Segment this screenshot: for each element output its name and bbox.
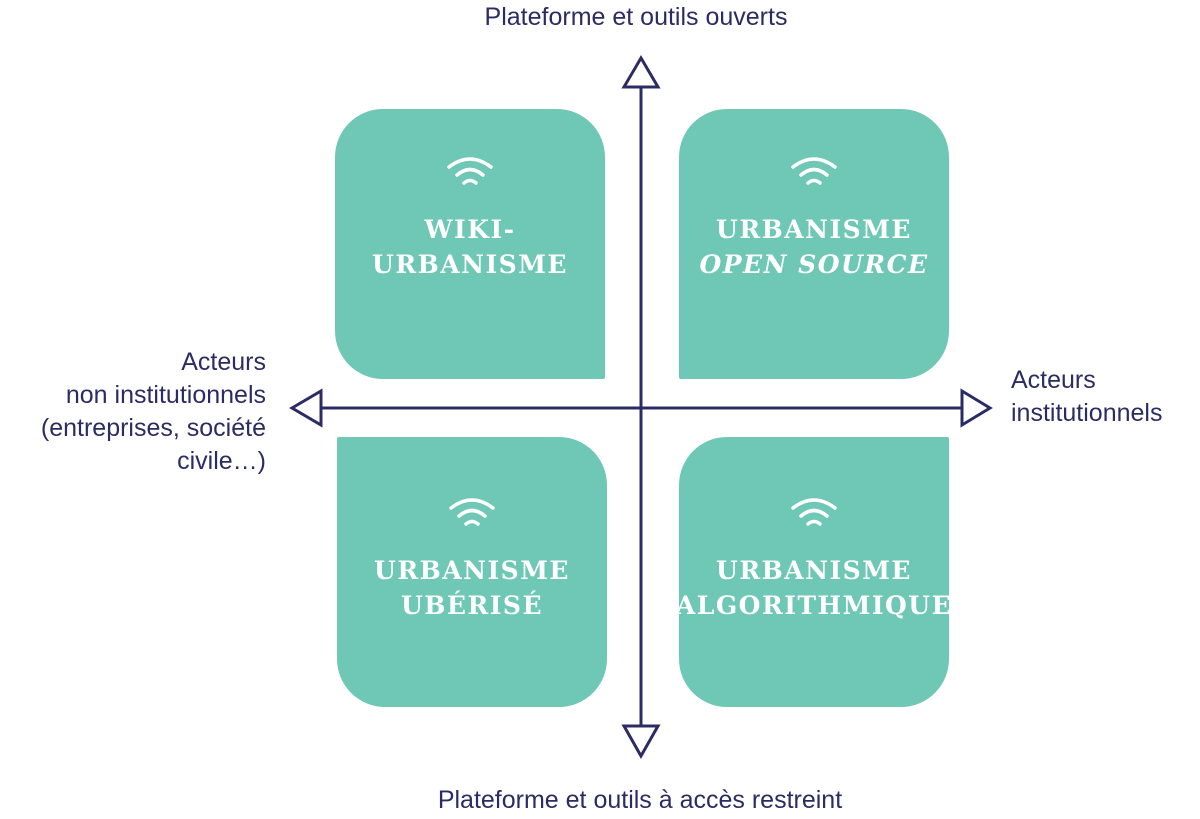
quadrant-urbanisme-open-source: URBANISME OPEN SOURCE: [679, 109, 949, 379]
top-axis-label: Plateforme et outils ouverts: [484, 3, 788, 31]
quadrant-title-line: WIKI-: [424, 215, 516, 244]
wifi-signal-icon: [447, 157, 493, 185]
quadrant-title-line: URBANISME: [716, 556, 912, 585]
left-axis-label-line: civile…): [177, 447, 266, 475]
arrow-left-icon: [289, 388, 323, 428]
wifi-signal-icon: [449, 498, 495, 526]
left-axis-label: Acteurs non institutionnels (entreprises…: [41, 346, 266, 478]
quadrant-title: URBANISME UBÉRISÉ: [374, 553, 570, 623]
wifi-signal-icon: [791, 498, 837, 526]
quadrant-title-line: URBANISME: [372, 250, 568, 279]
quadrant-wiki-urbanisme: WIKI- URBANISME: [335, 109, 605, 379]
quadrant-urbanisme-uberise: URBANISME UBÉRISÉ: [337, 437, 607, 707]
right-axis-label: Acteurs institutionnels: [1011, 364, 1162, 430]
quadrant-title: URBANISME OPEN SOURCE: [699, 212, 928, 282]
quadrant-title: URBANISME ALGORITHMIQUE: [676, 553, 952, 623]
quadrant-urbanisme-algorithmique: URBANISME ALGORITHMIQUE: [676, 437, 952, 707]
left-axis-label-line: Acteurs: [181, 348, 266, 376]
arrow-up-icon: [621, 55, 661, 89]
quadrant-title-line: UBÉRISÉ: [400, 591, 544, 620]
arrow-down-icon: [621, 724, 661, 760]
wifi-signal-icon: [791, 157, 837, 185]
right-axis-label-line: institutionnels: [1011, 399, 1163, 427]
left-axis-label-line: (entreprises, société: [40, 414, 266, 442]
quadrant-title: WIKI- URBANISME: [372, 212, 568, 282]
bottom-axis-label: Plateforme et outils à accès restreint: [437, 786, 843, 814]
right-axis-label-line: Acteurs: [1011, 366, 1096, 394]
left-axis-label-line: non institutionnels: [65, 381, 266, 409]
quadrant-title-line: OPEN SOURCE: [699, 250, 929, 279]
quadrant-title-line: ALGORITHMIQUE: [675, 591, 953, 620]
quadrant-title-line: URBANISME: [716, 215, 912, 244]
arrow-right-icon: [960, 388, 993, 428]
quadrant-title-line: URBANISME: [374, 556, 570, 585]
